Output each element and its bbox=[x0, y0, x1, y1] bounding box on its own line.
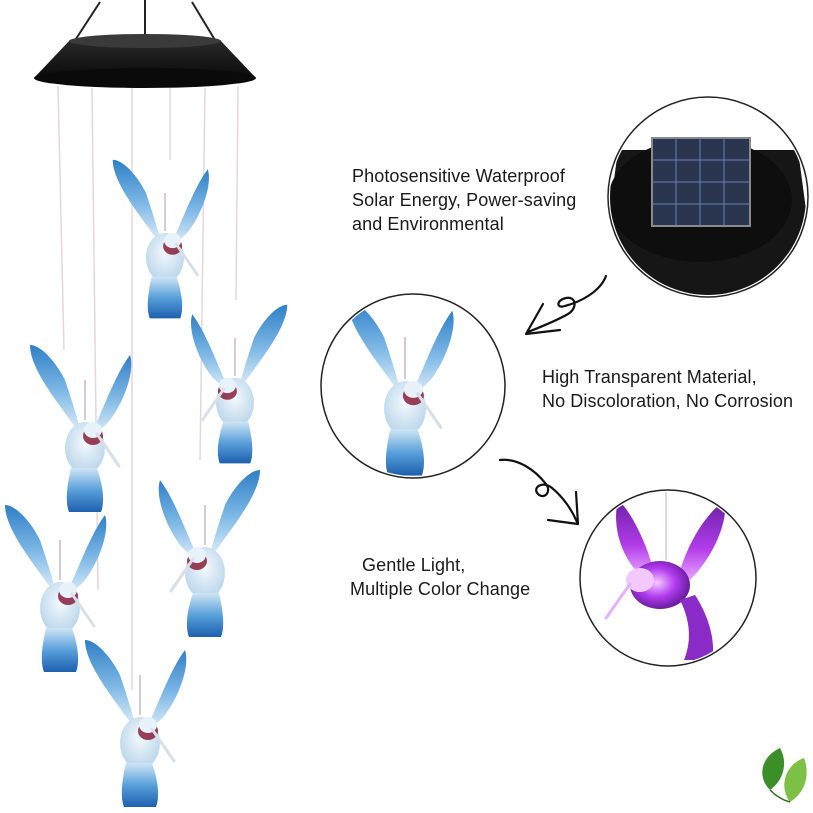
feature-line: High Transparent Material, bbox=[542, 367, 757, 387]
hummingbird-icon bbox=[157, 468, 262, 639]
material-closeup-circle bbox=[320, 293, 506, 479]
feature-light-text: Gentle Light, Multiple Color Change bbox=[350, 553, 530, 601]
hummingbird-icon bbox=[111, 158, 211, 320]
solar-lamp-top bbox=[34, 34, 256, 88]
feature-line: Solar Energy, Power-saving bbox=[352, 190, 577, 210]
feature-solar-text: Photosensitive Waterproof Solar Energy, … bbox=[352, 164, 576, 236]
solar-panel-icon bbox=[651, 137, 751, 227]
leaf-logo-icon bbox=[762, 748, 807, 803]
feature-line: Photosensitive Waterproof bbox=[352, 166, 565, 186]
color-light-circle bbox=[579, 489, 757, 667]
lamp-hanger bbox=[71, 0, 219, 46]
feature-line: No Discoloration, No Corrosion bbox=[542, 391, 794, 411]
hummingbird-icon bbox=[604, 492, 726, 660]
solar-panel-circle bbox=[607, 96, 809, 298]
hummingbird-icon bbox=[189, 303, 289, 465]
feature-material-text: High Transparent Material, No Discolorat… bbox=[542, 365, 813, 413]
hummingbird-icon bbox=[28, 343, 133, 514]
feature-line: Multiple Color Change bbox=[350, 579, 531, 599]
feature-line: Gentle Light, bbox=[362, 555, 466, 575]
feature-line: and Environmental bbox=[352, 214, 504, 234]
arrow-icon bbox=[524, 274, 608, 336]
hummingbird-icon bbox=[83, 638, 188, 809]
arrow-icon bbox=[498, 458, 580, 526]
